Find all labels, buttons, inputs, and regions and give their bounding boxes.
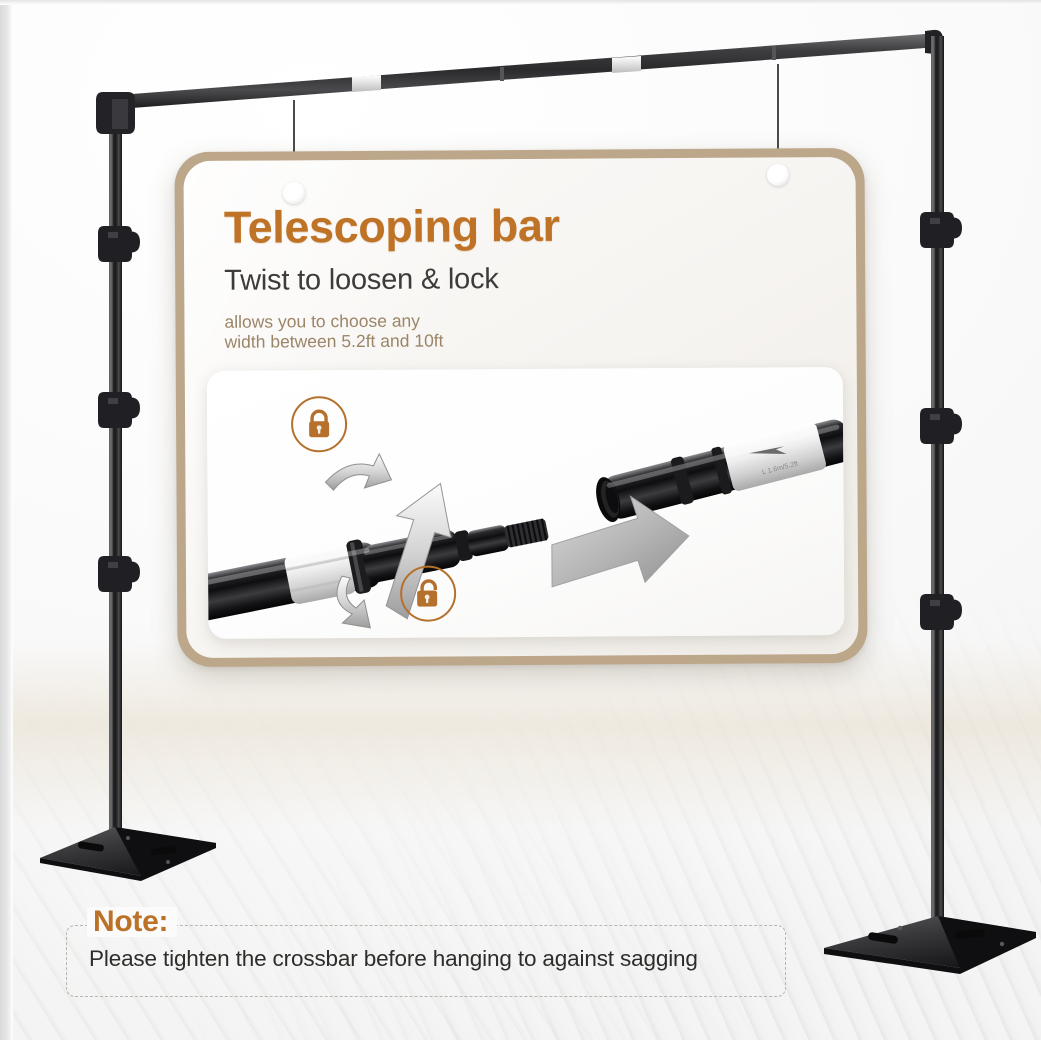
canvas-edge-top bbox=[0, 0, 1041, 5]
card-subtitle: Twist to loosen & lock bbox=[224, 263, 499, 297]
card-title: Telescoping bar bbox=[223, 199, 560, 253]
padlock-open-icon bbox=[399, 565, 457, 622]
padlock-closed-icon bbox=[290, 396, 348, 453]
canvas-edge-left bbox=[0, 0, 13, 1040]
rotate-arrow-icon bbox=[324, 452, 452, 629]
telescoping-bar-photo: L 1.6m/5.2ft bbox=[206, 367, 845, 639]
note-label: Note: bbox=[87, 907, 178, 937]
arrow-right-icon bbox=[551, 495, 690, 588]
hanger-grommet-left bbox=[283, 182, 305, 204]
hanger-string-left bbox=[293, 100, 295, 192]
hanger-grommet-right bbox=[767, 164, 789, 186]
hanger-string-right bbox=[777, 64, 779, 174]
feature-card-inner: Telescoping bar Twist to loosen & lock a… bbox=[183, 156, 859, 659]
feature-card: Telescoping bar Twist to loosen & lock a… bbox=[174, 147, 868, 668]
note-box: Note: Please tighten the crossbar before… bbox=[66, 907, 786, 997]
note-text: Please tighten the crossbar before hangi… bbox=[89, 946, 698, 971]
card-description: allows you to choose any width between 5… bbox=[224, 310, 444, 353]
